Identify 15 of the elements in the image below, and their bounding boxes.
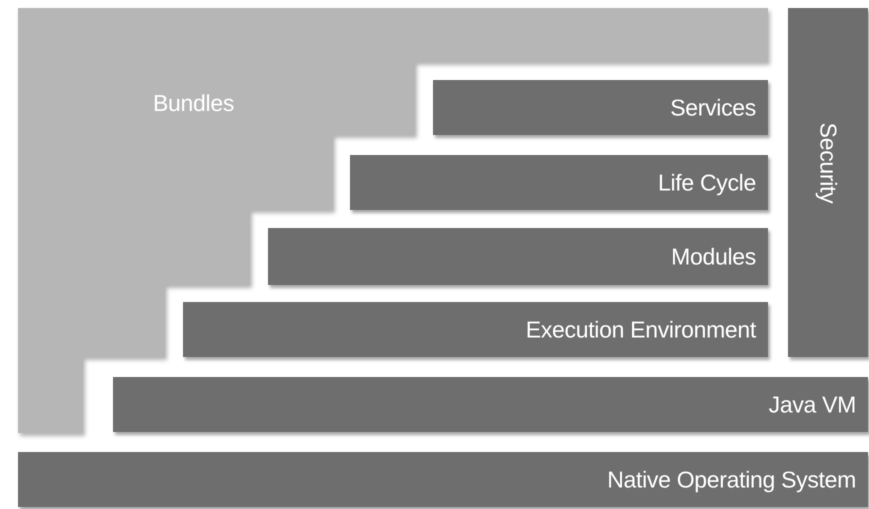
layer-label: Services — [670, 94, 756, 121]
layer-bar — [433, 80, 768, 135]
layer-label: Execution Environment — [526, 316, 756, 343]
layer-label: Modules — [671, 243, 756, 270]
layer-bar — [18, 452, 868, 507]
layer-label: Security — [814, 122, 842, 204]
layer-label: Java VM — [768, 391, 856, 418]
layer-label: Life Cycle — [658, 169, 756, 196]
layer-bar — [788, 8, 868, 357]
layer-bar — [113, 377, 868, 432]
layer-label: Native Operating System — [607, 466, 856, 493]
layer-label: Bundles — [153, 90, 234, 117]
layer-bar — [268, 228, 768, 285]
layer-bar — [183, 302, 768, 357]
layer-bar — [350, 155, 768, 210]
